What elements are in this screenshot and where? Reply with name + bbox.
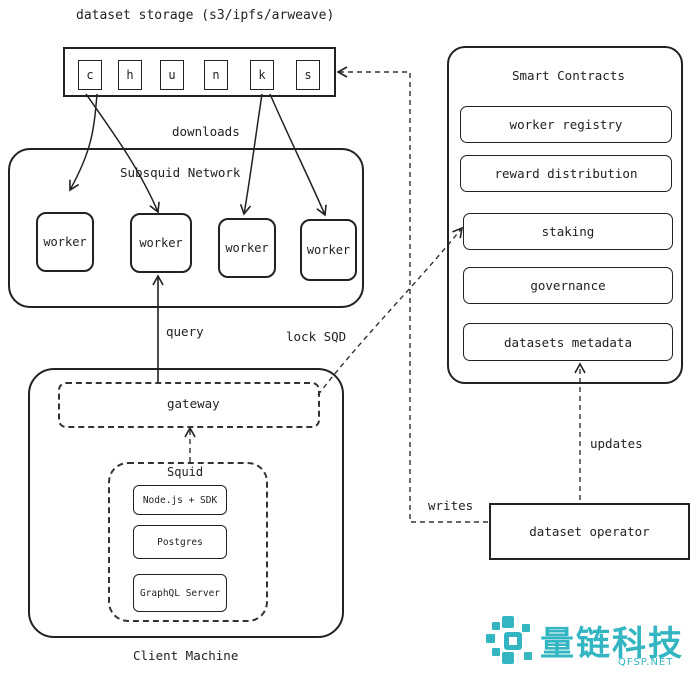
download-arrow-s — [269, 93, 327, 217]
dataset-operator-box: dataset operator — [489, 503, 690, 560]
contract-datasets-metadata: datasets metadata — [463, 323, 673, 361]
lock-sqd-arrow — [317, 226, 464, 396]
updates-label: updates — [590, 436, 643, 451]
watermark-logo-icon — [486, 616, 532, 664]
writes-arrow — [336, 66, 488, 523]
storage-title: dataset storage (s3/ipfs/arweave) — [76, 8, 335, 23]
worker-node-2: worker — [130, 213, 192, 273]
squid-item-graphql-server: GraphQL Server — [133, 574, 227, 612]
query-label: query — [166, 324, 204, 339]
contract-worker-registry: worker registry — [460, 106, 672, 143]
download-arrow-c — [69, 93, 98, 192]
chunk-c: c — [78, 60, 102, 90]
chunk-h: h — [118, 60, 142, 90]
contract-staking: staking — [463, 213, 673, 250]
network-box — [8, 148, 364, 308]
contract-reward-distribution: reward distribution — [460, 155, 672, 192]
gateway-label: gateway — [167, 396, 220, 411]
watermark-url: QFSP.NET — [618, 657, 674, 668]
worker-node-3: worker — [218, 218, 276, 278]
chunk-u: u — [160, 60, 184, 90]
smart-contracts-box — [447, 46, 683, 384]
chunk-n: n — [204, 60, 228, 90]
storage-box — [63, 47, 336, 97]
squid-item-nodejs-sdk: Node.js + SDK — [133, 485, 227, 515]
client-machine-box — [28, 368, 344, 638]
squid-item-postgres: Postgres — [133, 525, 227, 559]
smart-contracts-title: Smart Contracts — [512, 68, 625, 83]
client-machine-title: Client Machine — [133, 648, 239, 663]
worker-node-1: worker — [36, 212, 94, 272]
contract-governance: governance — [463, 267, 673, 304]
lock-sqd-label: lock SQD — [286, 329, 347, 344]
chunk-k: k — [250, 60, 274, 90]
gateway-box — [58, 382, 320, 428]
download-arrow-k — [239, 93, 263, 216]
chunk-s: s — [296, 60, 320, 90]
writes-label: writes — [428, 498, 474, 513]
squid-title: Squid — [167, 465, 204, 479]
worker-node-4: worker — [300, 219, 357, 281]
squid-box — [108, 462, 268, 622]
download-arrow-h — [85, 93, 160, 214]
watermark-text: 量链科技 — [540, 624, 684, 664]
downloads-label: downloads — [172, 124, 240, 139]
network-title: Subsquid Network — [120, 165, 241, 180]
